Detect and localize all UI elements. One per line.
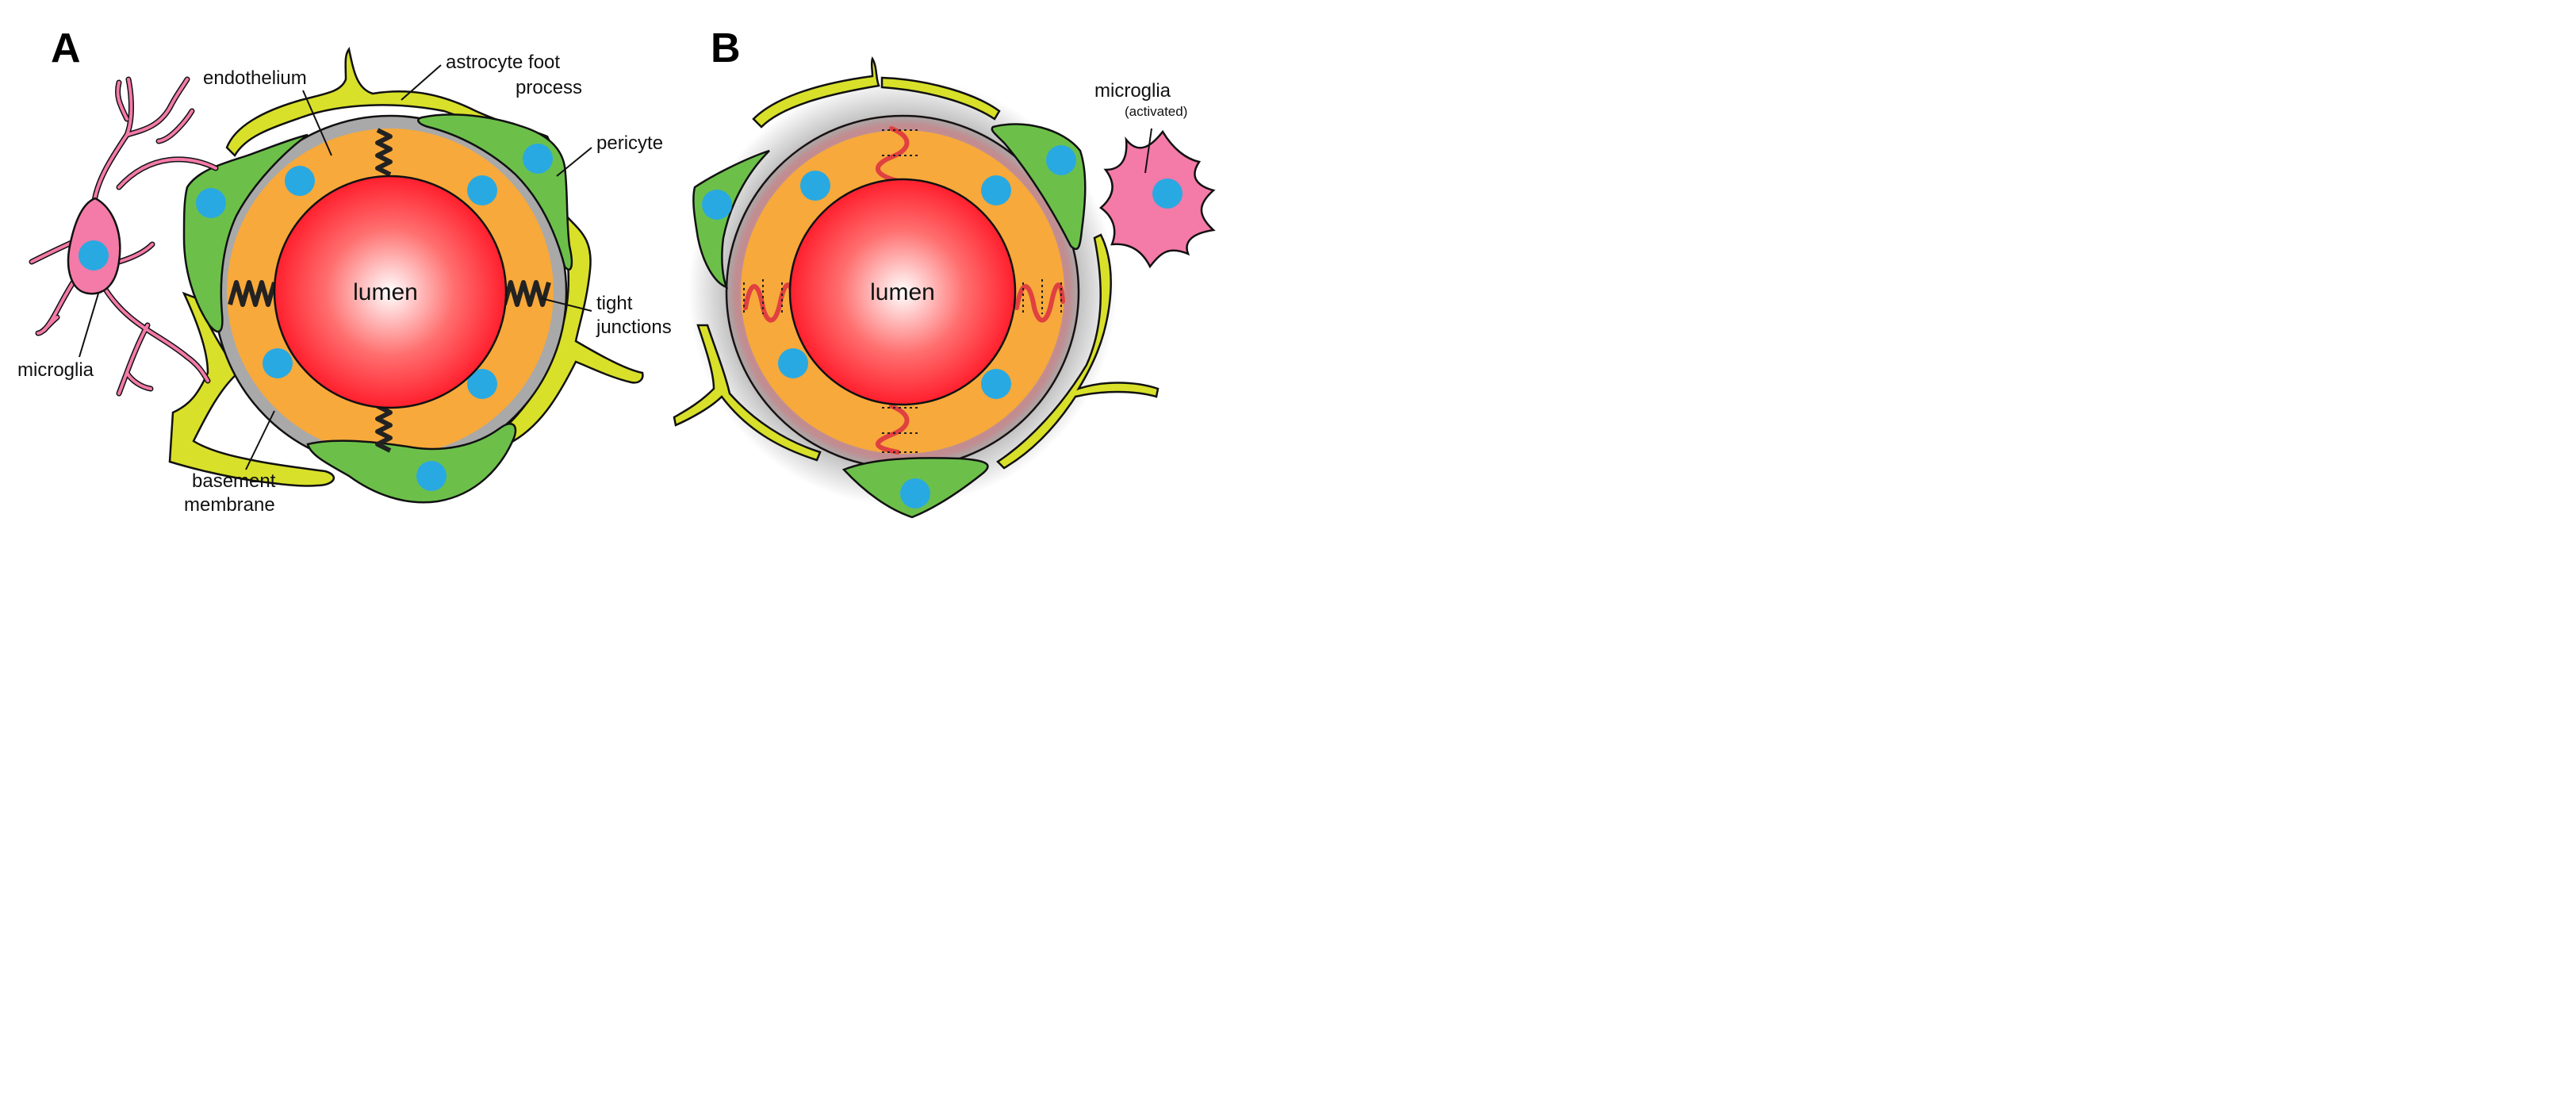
tight-junctions-label-line1: tight [596,293,633,314]
tight-junction [502,280,551,307]
junction-remnants-b [743,129,1062,453]
tight-junction [375,404,393,453]
nuclei-b [702,145,1076,508]
lumen-label-b: lumen [870,279,935,305]
tight-junctions-a [228,128,551,453]
figure: A [0,0,1244,535]
microglia-state-label: (activated) [1125,104,1187,119]
broken-junction [875,404,910,455]
broken-junction [875,126,910,183]
nucleus [800,171,830,201]
nuclei-a [196,144,553,491]
lumen-label-a: lumen [353,279,418,305]
microglia-leader-line [1144,128,1152,174]
tight-junction [228,280,277,307]
leader-lines-a [79,64,592,470]
pericyte-label: pericyte [596,132,663,154]
lumen-b [788,178,1017,406]
nucleus [285,166,315,196]
nucleus [981,369,1011,399]
panel-b: B [673,25,1216,519]
nucleus [196,188,226,218]
pericyte [182,113,573,504]
microglia-activated-label: microglia [1094,80,1171,102]
astrocyte-label-line2: process [516,77,582,98]
panel-b-letter: B [711,25,741,71]
tight-junctions-b [743,126,1065,455]
basement-label-line1: basement [192,470,276,492]
nucleus [981,175,1011,205]
leak-glow [734,123,1071,461]
broken-junction [1014,282,1065,323]
nucleus [1152,178,1183,209]
panel-a: A [17,25,672,516]
microglia-label: microglia [17,359,94,381]
endothelium-label: endothelium [203,67,307,89]
nucleus [1046,145,1076,175]
nucleus [467,175,497,205]
nucleus [523,144,553,174]
bbb-diagram: A [17,25,1216,519]
panel-a-letter: A [51,25,81,71]
astrocyte-foot-process-b [673,56,1160,470]
nucleus [467,369,497,399]
lumen-a [273,175,508,409]
nucleus [778,348,808,378]
astrocyte-label-line1: astrocyte foot [446,52,560,73]
pericyte-b [692,123,1087,519]
nucleus [702,190,732,220]
basement-label-line2: membrane [184,494,275,516]
nucleus [416,461,447,491]
tight-junction [375,128,393,177]
microglia-resting [29,76,219,397]
broken-junction [743,282,795,323]
nucleus [79,240,109,271]
tight-junctions-label-line2: junctions [596,317,672,338]
nucleus [900,478,930,508]
nucleus [263,348,293,378]
